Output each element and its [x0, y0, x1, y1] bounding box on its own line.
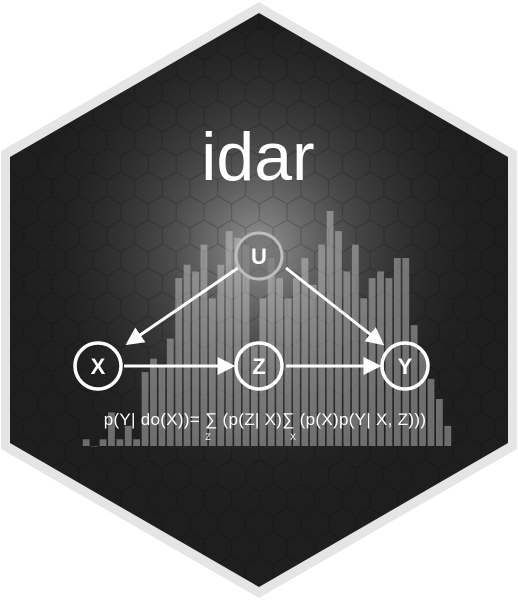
- node-u: U: [234, 231, 284, 281]
- histogram-bar: [166, 338, 174, 446]
- histogram-bar: [108, 412, 115, 446]
- histogram-bar: [335, 231, 342, 446]
- histogram-bar: [284, 298, 292, 446]
- edge-u-x: [125, 266, 239, 346]
- histogram-bar: [192, 271, 199, 446]
- histogram-bar: [318, 244, 326, 446]
- formula-sub-z: Z: [205, 432, 211, 442]
- histogram-bar: [217, 264, 225, 446]
- edge-u-y: [285, 266, 385, 346]
- histogram-bar: [393, 258, 401, 446]
- dag-edges: [124, 266, 385, 375]
- histogram-bar: [91, 446, 99, 447]
- histogram-bar: [124, 425, 132, 446]
- histogram-bar: [444, 425, 452, 446]
- node-y: Y: [380, 341, 430, 391]
- node-z: Z: [234, 341, 284, 391]
- histogram-bar: [293, 278, 300, 446]
- histogram-bar: [99, 439, 107, 446]
- histogram-bar: [351, 244, 359, 446]
- histogram-bar: [402, 258, 410, 446]
- formula-sub-x: X: [290, 432, 296, 442]
- node-x: X: [73, 341, 123, 391]
- histogram-bar: [250, 345, 258, 446]
- histogram-bar: [200, 244, 208, 446]
- histogram-bar: [183, 264, 191, 446]
- histogram-bar: [343, 271, 351, 446]
- node-z-label: Z: [252, 354, 265, 379]
- histogram-bar: [435, 399, 443, 446]
- histogram-bar: [234, 237, 241, 446]
- histogram-bar: [419, 352, 426, 446]
- histogram-bar: [133, 439, 141, 446]
- histogram-bar: [158, 365, 166, 446]
- formula: p(Y| do(X))= ∑ (p(Z| X)∑ (p(X)p(Y| X, Z)…: [104, 410, 427, 429]
- histogram-bar: [326, 211, 334, 446]
- histogram-bar: [175, 278, 183, 446]
- histogram-bar: [259, 298, 267, 446]
- histogram-bar: [301, 258, 309, 446]
- histogram-bar: [385, 278, 393, 446]
- logo-title: idar: [201, 119, 314, 195]
- node-u-label: U: [251, 244, 267, 269]
- histogram-bar: [267, 258, 275, 446]
- node-x-label: X: [91, 354, 106, 379]
- histogram-bar: [276, 278, 284, 446]
- histogram-bar: [225, 231, 233, 446]
- histogram-bar: [150, 358, 157, 446]
- histogram-bar: [116, 439, 124, 446]
- histogram-bar: [427, 378, 435, 446]
- histogram-bar: [208, 298, 216, 446]
- node-y-label: Y: [398, 354, 413, 379]
- histogram-bar: [82, 439, 90, 446]
- histogram-bar: [141, 372, 149, 446]
